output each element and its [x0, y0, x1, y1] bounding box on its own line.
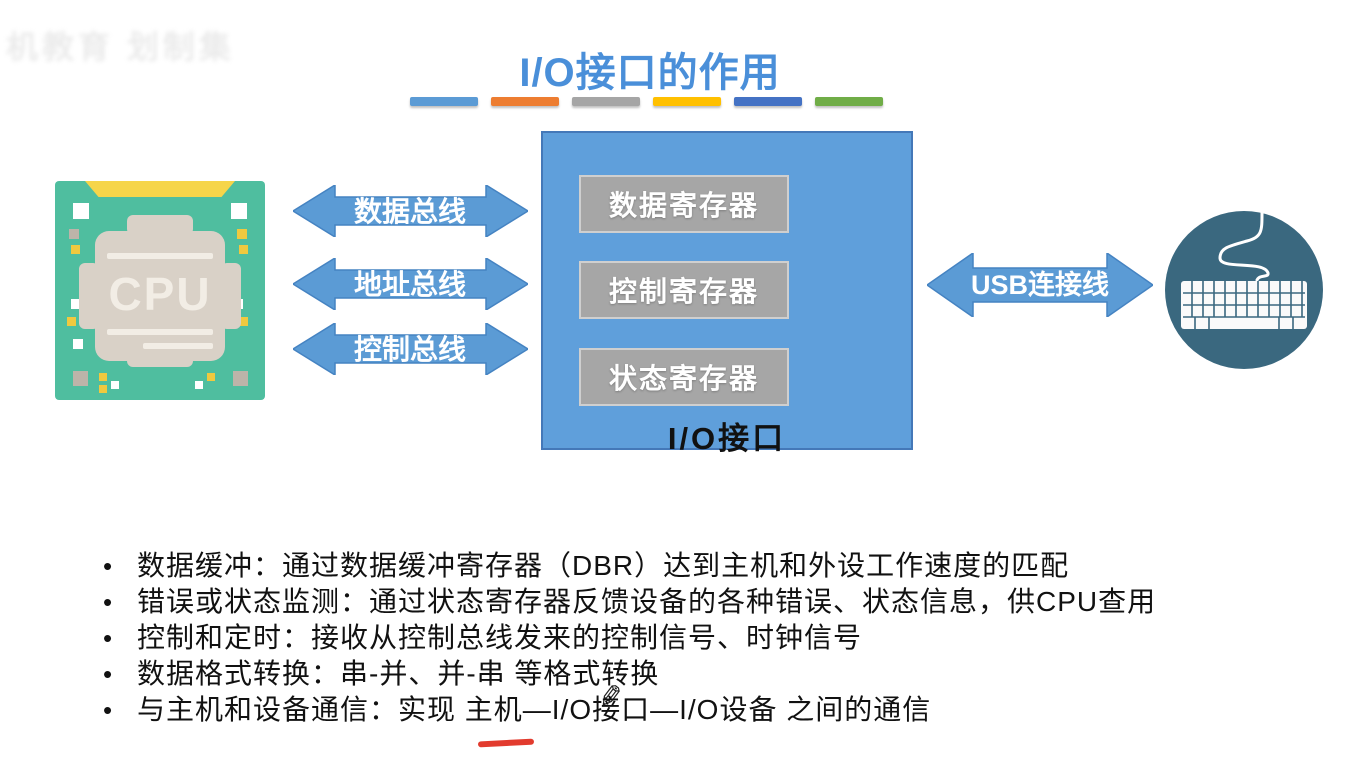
cpu-die-tab — [79, 263, 99, 329]
bullet-glyph: • — [103, 623, 114, 653]
divider-dash — [653, 97, 721, 106]
cpu-pad — [195, 381, 203, 389]
cpu-die-line — [143, 343, 213, 349]
address-bus-label: 地址总线 — [354, 269, 466, 300]
cpu-pad — [239, 317, 248, 326]
cpu-pad — [73, 203, 89, 219]
divider-dash — [410, 97, 478, 106]
cpu-die-tab — [127, 215, 193, 235]
control-bus-label: 控制总线 — [354, 334, 466, 365]
cpu-pad — [239, 245, 248, 254]
control-bus-arrow: 控制总线 — [293, 323, 528, 375]
usb-cable-label: USB连接线 — [971, 269, 1109, 300]
data-bus-arrow: 数据总线 — [293, 185, 528, 237]
bullet-glyph: • — [103, 587, 114, 617]
divider-dash — [815, 97, 883, 106]
cpu-pad — [207, 373, 215, 381]
cpu-pad — [71, 245, 80, 254]
bullet-text: 数据缓冲：通过数据缓冲寄存器（DBR）达到主机和外设工作速度的匹配 — [137, 550, 1070, 581]
cpu-pad — [237, 229, 247, 239]
bullet-item: • 数据格式转换：串-并、并-串 等格式转换 — [103, 657, 1283, 693]
io-interface-box: 数据寄存器 控制寄存器 状态寄存器 I/O接口 — [541, 131, 913, 456]
divider-dash — [734, 97, 802, 106]
data-register-label: 数据寄存器 — [608, 190, 759, 221]
cpu-pad — [67, 317, 76, 326]
status-register-box: 状态寄存器 — [579, 348, 789, 406]
page-title: I/O接口的作用 — [519, 51, 781, 95]
title-divider — [410, 97, 890, 106]
cpu-notch — [85, 181, 235, 197]
cpu-pad — [111, 381, 119, 389]
keyboard-icon — [1165, 211, 1323, 369]
bullet-text: 与主机和设备通信：实现 主机—I/O接口—I/O设备 之间的通信 — [137, 694, 932, 725]
keyboard-keys — [1183, 281, 1305, 329]
cpu-die-line — [107, 253, 213, 259]
bullet-list: • 数据缓冲：通过数据缓冲寄存器（DBR）达到主机和外设工作速度的匹配 • 错误… — [103, 549, 1283, 729]
cpu-pad — [69, 229, 79, 239]
bullet-item: • 数据缓冲：通过数据缓冲寄存器（DBR）达到主机和外设工作速度的匹配 — [103, 549, 1283, 585]
cpu-pad — [99, 385, 107, 393]
bullet-item: • 控制和定时：接收从控制总线发来的控制信号、时钟信号 — [103, 621, 1283, 657]
cpu-chip-icon: CPU — [55, 181, 265, 400]
io-interface-label: I/O接口 — [667, 421, 787, 456]
cpu-die-tab — [221, 263, 241, 329]
cpu-pad — [99, 373, 107, 381]
bullet-glyph: • — [103, 551, 114, 581]
divider-dash — [491, 97, 559, 106]
data-bus-label: 数据总线 — [354, 196, 466, 227]
cpu-pad — [71, 299, 81, 309]
cpu-label: CPU — [108, 268, 212, 320]
control-register-label: 控制寄存器 — [608, 276, 759, 307]
keyboard-cable — [1218, 211, 1270, 282]
cpu-die: CPU — [95, 231, 225, 361]
control-register-box: 控制寄存器 — [579, 261, 789, 319]
bullet-item: • 与主机和设备通信：实现 主机—I/O接口—I/O设备 之间的通信 — [103, 693, 1283, 729]
red-underline-annotation — [477, 738, 535, 748]
usb-cable-arrow: USB连接线 — [927, 253, 1153, 317]
watermark: 机教育 划制集 — [6, 29, 235, 65]
data-register-box: 数据寄存器 — [579, 175, 789, 233]
divider-dash — [572, 97, 640, 106]
bullet-text: 控制和定时：接收从控制总线发来的控制信号、时钟信号 — [137, 622, 863, 653]
bullet-item: • 错误或状态监测：通过状态寄存器反馈设备的各种错误、状态信息，供CPU查用 — [103, 585, 1283, 621]
cpu-pad — [231, 203, 247, 219]
bullet-glyph: • — [103, 659, 114, 689]
bullet-text: 错误或状态监测：通过状态寄存器反馈设备的各种错误、状态信息，供CPU查用 — [137, 586, 1157, 617]
bullet-glyph: • — [103, 695, 114, 725]
cpu-die-line — [107, 329, 213, 335]
cpu-pad — [233, 371, 248, 386]
cpu-pad — [73, 371, 88, 386]
cpu-pad — [73, 339, 83, 349]
status-register-label: 状态寄存器 — [608, 363, 759, 394]
bullet-text: 数据格式转换：串-并、并-串 等格式转换 — [137, 658, 660, 689]
address-bus-arrow: 地址总线 — [293, 258, 528, 310]
